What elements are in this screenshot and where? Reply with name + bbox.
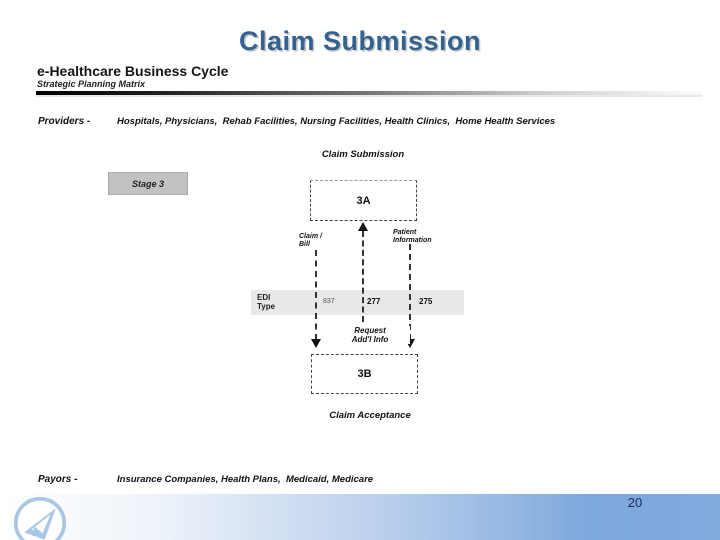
payors-label: Payors -	[38, 474, 78, 485]
process-box-3a-label: 3A	[356, 194, 371, 207]
payors-list: Insurance Companies, Health Plans, Medic…	[117, 474, 374, 485]
edi-type-line2: Type	[257, 302, 276, 311]
arrow-down-icon	[405, 339, 415, 348]
process-box-3b: 3B	[311, 354, 418, 394]
edi-type-line1: EDI	[257, 293, 271, 302]
arrow-up-icon	[358, 222, 368, 231]
providers-label: Providers -	[38, 116, 91, 127]
process-box-3a: 3A	[310, 180, 417, 221]
request-addl-line1: Request	[354, 326, 386, 335]
page-title: Claim Submission	[238, 26, 482, 56]
section-heading: e-Healthcare Business Cycle	[37, 63, 229, 79]
process-box-3b-label: 3B	[357, 368, 372, 380]
request-addl-info-label: Request Add'l Info	[330, 326, 410, 344]
page-number: 20	[627, 495, 643, 510]
gradient-divider	[36, 91, 702, 97]
edi-type-label: EDI Type	[257, 293, 275, 311]
claim-bill-label: Claim / Bill	[299, 233, 322, 249]
arrow-down-icon	[311, 339, 321, 348]
patient-info-line2: Information	[393, 237, 432, 244]
footer-gradient-band	[0, 494, 720, 540]
patient-information-label: Patient Information	[393, 229, 432, 245]
stage-badge: Stage 3	[108, 172, 188, 195]
edi-code-277: 277	[367, 297, 381, 306]
company-logo-icon	[13, 496, 67, 540]
patient-info-line1: Patient	[393, 229, 417, 236]
section-subheading: Strategic Planning Matrix	[37, 79, 146, 89]
dashed-connector-right	[409, 244, 411, 340]
edi-type-band: EDI Type 837 277 275	[251, 290, 464, 315]
flow-title: Claim Submission	[321, 149, 405, 160]
stage-badge-label: Stage 3	[131, 178, 164, 189]
claim-acceptance-label: Claim Acceptance	[329, 410, 411, 421]
request-addl-line2: Add'l Info	[351, 335, 389, 344]
edi-code-837: 837	[323, 298, 335, 305]
edi-code-275: 275	[419, 297, 433, 306]
claim-bill-line1: Claim /	[299, 233, 322, 240]
dashed-connector-center	[362, 231, 364, 322]
claim-bill-line2: Bill	[299, 241, 310, 248]
dashed-connector-left	[315, 250, 317, 340]
providers-list: Hospitals, Physicians, Rehab Facilities,…	[117, 116, 556, 127]
